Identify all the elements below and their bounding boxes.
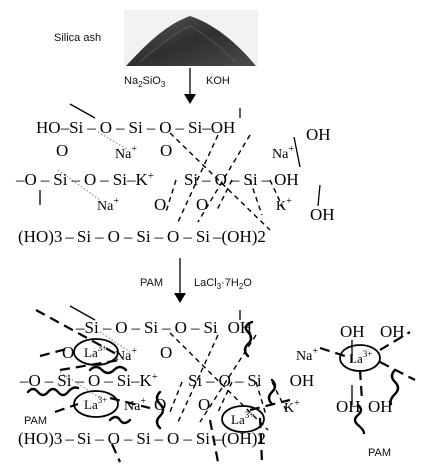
lanthanum-ion: La3+ [339, 344, 381, 372]
pam-chain [267, 378, 277, 406]
svg-text:Na+: Na+ [296, 346, 318, 364]
svg-text:OH: OH [310, 205, 335, 224]
silica-ash-image [124, 10, 258, 66]
svg-text:La3+: La3+ [231, 410, 254, 427]
reagent-sodium-silicate: Na2SiO3 [124, 75, 166, 89]
pam-label-right: PAM [368, 447, 391, 459]
reaction-arrow-1 [184, 68, 196, 104]
svg-text:Na+: Na+ [97, 196, 119, 214]
reaction-arrow-2 [174, 258, 186, 303]
svg-text:Na+: Na+ [272, 144, 294, 162]
svg-text:O: O [56, 141, 68, 160]
svg-text:(HO)3–Si–O–Si–O–Si–(OH)2: (HO)3–Si–O–Si–O–Si–(OH)2 [18, 227, 266, 246]
geopolymer-structure-1: HO–Si–O–Si–O–Si–OH OH O Na+ O Na+ –O–Si–… [15, 103, 335, 246]
pam-chain [26, 386, 80, 397]
reagent-pam: PAM [140, 277, 163, 289]
lanthanum-ion: La3+ [73, 338, 119, 366]
svg-text:O: O [62, 343, 74, 362]
svg-text:K+: K+ [284, 398, 300, 416]
svg-text:O: O [160, 343, 172, 362]
svg-text:O: O [196, 195, 208, 214]
svg-text:O: O [154, 195, 166, 214]
svg-text:O: O [160, 141, 172, 160]
svg-text:OH: OH [368, 397, 393, 416]
svg-text:La3+: La3+ [84, 395, 107, 412]
svg-text:Na+: Na+ [124, 396, 146, 414]
svg-text:Na+: Na+ [115, 144, 137, 162]
pam-chain [353, 403, 366, 435]
pam-chain [88, 365, 128, 375]
svg-text:OH: OH [380, 322, 405, 341]
svg-text:OH: OH [340, 322, 365, 341]
pam-chain [389, 368, 400, 406]
pam-chain [108, 415, 132, 425]
lanthanum-ion: La3+ [73, 390, 119, 418]
pam-chain [155, 390, 165, 430]
svg-text:HO–Si–O–Si–O–Si–OH: HO–Si–O–Si–O–Si–OH [36, 118, 235, 137]
pam-label-left: PAM [24, 415, 47, 427]
silica-ash-label: Silica ash [54, 32, 101, 44]
svg-text:La3+: La3+ [84, 343, 107, 360]
svg-text:O: O [154, 395, 166, 414]
reagent-lanthanum-chloride: LaCl3·7H2O [194, 277, 252, 291]
svg-text:–O–Si–O–Si–K+Si–O–Si–OH: –O–Si–O–Si–K+Si–O–Si–OH [15, 170, 299, 189]
svg-text:Na+: Na+ [115, 346, 137, 364]
lanthanum-ion: La3+ [221, 405, 265, 433]
reagent-koh: KOH [206, 75, 230, 87]
svg-text:La3+: La3+ [349, 349, 372, 366]
svg-text:O: O [198, 395, 210, 414]
svg-text:(HO)3–Si–O–Si–O–Si–(OH)2: (HO)3–Si–O–Si–O–Si–(OH)2 [18, 429, 266, 448]
pam-chain [243, 320, 254, 358]
svg-text:OH: OH [336, 397, 361, 416]
svg-text:K+: K+ [276, 196, 292, 214]
svg-text:OH: OH [306, 125, 331, 144]
